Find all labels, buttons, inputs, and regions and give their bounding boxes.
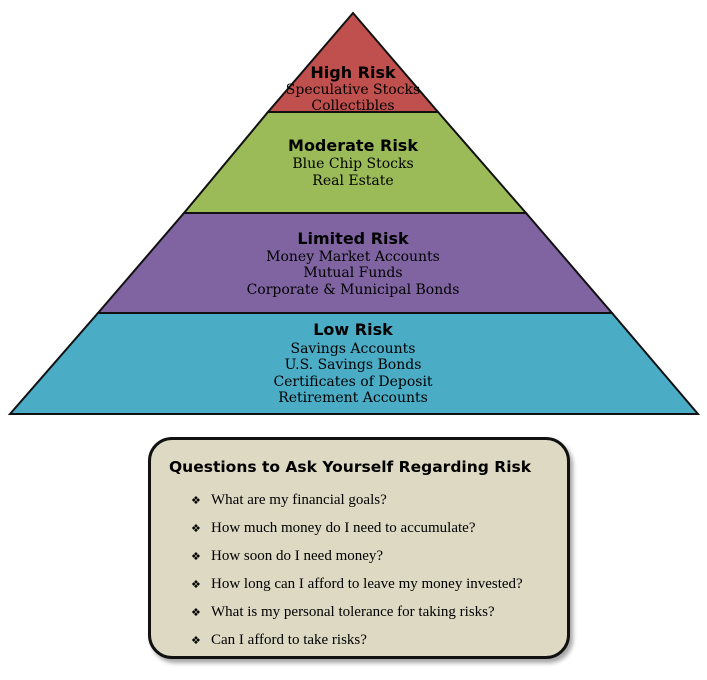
tier-low-risk-item: Savings Accounts [290,341,415,357]
tier-limited-risk-title: Limited Risk [297,229,409,248]
list-item: ❖ Can I afford to take risks? [191,626,523,654]
tier-low-risk-item: Retirement Accounts [278,390,428,406]
tier-limited-risk: Limited Risk Money Market Accounts Mutua… [95,212,615,314]
question-text: Can I afford to take risks? [211,631,367,648]
risk-pyramid: High Risk Speculative Stocks Collectible… [7,11,701,415]
list-item: ❖ How soon do I need money? [191,542,523,570]
tier-limited-risk-item: Corporate & Municipal Bonds [247,282,460,298]
tier-high-risk: High Risk Speculative Stocks Collectible… [265,11,441,114]
tier-high-risk-item: Collectibles [311,98,394,114]
question-text: How long can I afford to leave my money … [211,575,523,592]
tier-moderate-risk-item: Real Estate [312,173,393,189]
diamond-bullet-icon: ❖ [191,577,201,591]
diamond-bullet-icon: ❖ [191,493,201,507]
questions-list: ❖ What are my financial goals? ❖ How muc… [191,486,523,654]
tier-low-risk-item: U.S. Savings Bonds [285,357,422,373]
tier-low-risk-shape [7,312,701,415]
questions-title: Questions to Ask Yourself Regarding Risk [169,458,532,476]
tier-high-risk-item: Speculative Stocks [286,82,420,98]
questions-box: Questions to Ask Yourself Regarding Risk… [148,437,570,659]
tier-low-risk-item: Certificates of Deposit [273,374,432,390]
list-item: ❖ How long can I afford to leave my mone… [191,570,523,598]
list-item: ❖ What are my financial goals? [191,486,523,514]
list-item: ❖ What is my personal tolerance for taki… [191,598,523,626]
tier-limited-risk-item: Money Market Accounts [266,249,440,265]
question-text: What is my personal tolerance for taking… [211,603,495,620]
tier-low-risk-title: Low Risk [313,320,393,339]
diamond-bullet-icon: ❖ [191,605,201,619]
tier-high-risk-title: High Risk [310,63,396,82]
question-text: How much money do I need to accumulate? [211,519,476,536]
diamond-bullet-icon: ❖ [191,633,201,647]
tier-moderate-risk-title: Moderate Risk [288,136,418,155]
diamond-bullet-icon: ❖ [191,549,201,563]
tier-moderate-risk-item: Blue Chip Stocks [292,156,413,172]
list-item: ❖ How much money do I need to accumulate… [191,514,523,542]
tier-low-risk: Low Risk Savings Accounts U.S. Savings B… [7,312,701,415]
question-text: What are my financial goals? [211,491,387,508]
question-text: How soon do I need money? [211,547,384,564]
tier-moderate-risk: Moderate Risk Blue Chip Stocks Real Esta… [181,111,529,214]
tier-limited-risk-item: Mutual Funds [303,265,402,281]
diamond-bullet-icon: ❖ [191,521,201,535]
